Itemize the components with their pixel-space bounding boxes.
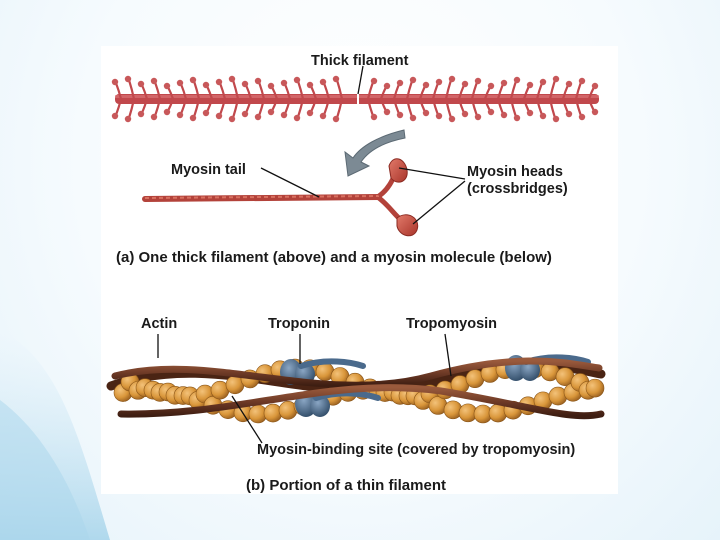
actin-label: Actin (141, 316, 178, 332)
thick-filament-label: Thick filament (311, 53, 409, 69)
troponin-label: Troponin (268, 316, 331, 332)
leader-lines (157, 65, 466, 444)
binding-site-label: Myosin-binding site (covered by tropomyo… (257, 442, 576, 458)
muscle-filament-figure: Thick filament Myosin tail Myosin heads … (101, 46, 618, 494)
myosin-heads-label: Myosin heads (467, 164, 563, 180)
tropomyosin-label: Tropomyosin (406, 316, 498, 332)
filament-diagram (106, 65, 606, 444)
caption-a: (a) One thick filament (above) and a myo… (116, 249, 552, 266)
caption-b: (b) Portion of a thin filament (246, 477, 446, 494)
thick-filament-shape (111, 75, 599, 123)
curved-arrow (344, 129, 406, 177)
crossbridges-label: (crossbridges) (467, 181, 568, 197)
myosin-molecule-shape (142, 158, 419, 237)
thin-filament-shape (106, 354, 606, 424)
myosin-tail-label: Myosin tail (171, 162, 246, 178)
